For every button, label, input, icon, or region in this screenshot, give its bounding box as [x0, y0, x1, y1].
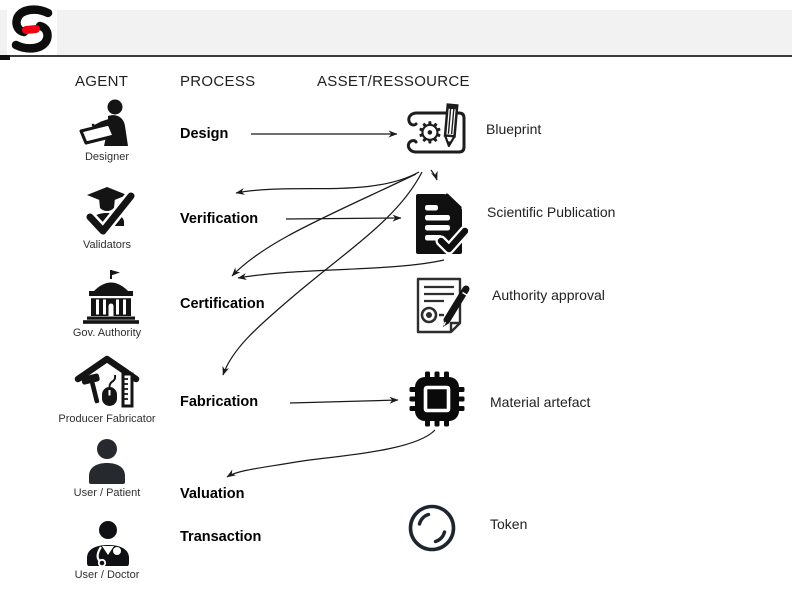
agent-label: User / Patient	[73, 487, 141, 499]
process-valuation: Valuation	[180, 486, 245, 502]
producer-fabricator-icon	[73, 352, 141, 410]
agent-validators: Validators	[37, 182, 177, 251]
authority-approval-icon	[410, 274, 472, 338]
agent-label: Designer	[84, 151, 130, 163]
column-header-process: PROCESS	[180, 73, 256, 90]
arrow-blueprint-to-publication	[430, 169, 438, 181]
process-verification: Verification	[180, 211, 259, 227]
agent-label: Gov. Authority	[72, 327, 142, 339]
asset-label-material-artefact: Material artefact	[490, 394, 591, 410]
agent-label: User / Doctor	[74, 569, 140, 581]
arrow-blueprint-to-fabrication	[222, 171, 423, 376]
column-header-asset: ASSET/RESSOURCE	[317, 73, 470, 90]
process-certification: Certification	[180, 296, 265, 312]
top-banner	[0, 10, 792, 56]
arrow-fabrication-to-artefact	[289, 396, 399, 404]
gov-authority-icon	[75, 268, 139, 324]
agent-producer-fabricator: Producer Fabricator	[37, 352, 177, 425]
header-divider	[0, 55, 792, 57]
agent-label: Validators	[82, 239, 132, 251]
blueprint-icon: ⚙	[400, 100, 474, 166]
asset-label-blueprint: Blueprint	[486, 121, 542, 137]
column-header-agent: AGENT	[75, 73, 129, 90]
arrow-artefact-to-valuation	[226, 429, 436, 478]
agent-label: Producer Fabricator	[58, 413, 156, 425]
scientific-publication-icon	[408, 190, 468, 258]
validators-icon	[78, 182, 136, 236]
arrow-blueprint-to-certification	[231, 173, 417, 277]
asset-label-scientific-publication: Scientific Publication	[487, 204, 616, 220]
process-design: Design	[180, 126, 229, 142]
process-fabrication: Fabrication	[180, 394, 259, 410]
user-doctor-icon	[84, 520, 130, 566]
arrow-blueprint-to-verification	[235, 171, 420, 195]
agent-user-patient: User / Patient	[37, 438, 177, 499]
header-divider-start-mark	[0, 55, 10, 60]
gear-glyph: ⚙	[417, 116, 444, 151]
agent-user-doctor: User / Doctor	[37, 520, 177, 581]
process-transaction: Transaction	[180, 529, 262, 545]
asset-label-token: Token	[490, 516, 528, 532]
agent-gov-authority: Gov. Authority	[37, 268, 177, 339]
arrow-verification-to-publication	[285, 214, 402, 222]
token-icon	[406, 502, 458, 554]
designer-icon	[79, 98, 135, 148]
brand-s-logo	[7, 3, 57, 55]
agent-designer: Designer	[37, 98, 177, 163]
user-patient-icon	[85, 438, 129, 484]
asset-label-authority-approval: Authority approval	[492, 287, 605, 303]
material-artefact-chip-icon	[408, 370, 466, 428]
